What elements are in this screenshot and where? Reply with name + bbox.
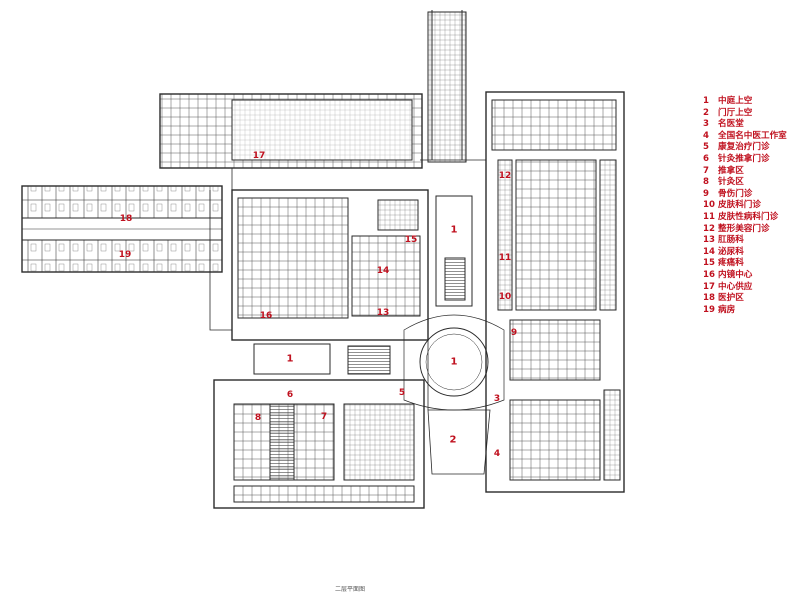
legend-number: 18: [703, 293, 715, 304]
plan-label-11: 11: [498, 253, 512, 263]
legend-number: 10: [703, 200, 715, 211]
legend-item: 6 针灸推拿门诊: [703, 154, 798, 166]
plan-label-16: 16: [259, 311, 273, 321]
plan-label-6: 6: [286, 390, 294, 400]
legend-number: 4: [703, 130, 709, 141]
plan-label-7: 7: [320, 412, 328, 422]
legend-item: 3 名医堂: [703, 119, 798, 131]
legend-label: 名医堂: [718, 119, 744, 130]
plan-label-10: 10: [498, 292, 512, 302]
north-bridge: [427, 11, 467, 163]
atrium-left: [253, 343, 331, 375]
east-block: [485, 91, 625, 493]
legend-number: 15: [703, 258, 715, 269]
legend-label: 皮肤性病科门诊: [718, 211, 779, 222]
legend-number: 14: [703, 246, 715, 257]
plan-label-13: 13: [376, 308, 390, 318]
legend-item: 2 门厅上空: [703, 108, 798, 120]
legend-item: 1 中庭上空: [703, 96, 798, 108]
legend-number: 11: [703, 211, 715, 222]
legend-item: 5 康复治疗门诊: [703, 142, 798, 154]
legend-label: 骨伤门诊: [718, 188, 753, 199]
legend-label: 针灸区: [718, 177, 744, 188]
legend-number: 16: [703, 269, 715, 280]
legend-label: 肛肠科: [718, 235, 744, 246]
legend-label: 医护区: [718, 293, 744, 304]
legend-number: 3: [703, 119, 709, 130]
south-block: [213, 379, 425, 509]
plan-label-3: 3: [493, 394, 501, 404]
legend-label: 全国名中医工作室: [718, 130, 787, 141]
plan-label-5: 5: [398, 388, 406, 398]
legend-item: 8 针灸区: [703, 177, 798, 189]
legend-number: 19: [703, 304, 715, 315]
legend-number: 17: [703, 281, 715, 292]
plan-label-2: 2: [449, 434, 457, 446]
plan-label-1-round: 1: [450, 356, 458, 368]
legend-label: 针灸推拿门诊: [718, 153, 770, 164]
legend-item: 7 推拿区: [703, 166, 798, 178]
legend: 1 中庭上空 2 门厅上空 3 名医堂 4 全国名中医工作室 5 康复治疗门诊 6 针灸推拿门诊 7 推拿…: [703, 96, 798, 316]
plan-label-1-top: 1: [450, 224, 458, 236]
legend-label: 病房: [718, 304, 736, 315]
legend-number: 7: [703, 165, 709, 176]
plan-label-4: 4: [493, 449, 501, 459]
legend-number: 8: [703, 177, 709, 188]
plan-label-12: 12: [498, 171, 512, 181]
legend-label: 推拿区: [718, 165, 744, 176]
legend-label: 内镜中心: [718, 269, 753, 280]
atrium-round: [419, 327, 489, 397]
legend-number: 5: [703, 142, 709, 153]
legend-label: 疼痛科: [718, 258, 744, 269]
legend-item: 4 全国名中医工作室: [703, 131, 798, 143]
plan-label-8: 8: [254, 413, 262, 423]
legend-label: 泌尿科: [718, 246, 744, 257]
legend-number: 6: [703, 153, 709, 164]
legend-label: 整形美容门诊: [718, 223, 770, 234]
legend-number: 9: [703, 188, 709, 199]
legend-number: 12: [703, 223, 715, 234]
plan-label-19: 19: [118, 250, 132, 260]
legend-label: 康复治疗门诊: [718, 142, 770, 153]
plan-label-1-left: 1: [286, 353, 294, 365]
plan-label-9: 9: [510, 328, 518, 338]
plan-label-18: 18: [119, 214, 133, 224]
legend-label: 中庭上空: [718, 96, 753, 106]
legend-number: 13: [703, 235, 715, 246]
plan-title: 二层平面图: [335, 586, 366, 593]
plan-label-15: 15: [404, 235, 418, 245]
legend-label: 皮肤科门诊: [718, 200, 761, 211]
plan-label-17: 17: [252, 151, 266, 161]
entrance-void: [427, 409, 491, 475]
legend-label: 门厅上空: [718, 107, 753, 118]
plan-label-14: 14: [376, 266, 390, 276]
central-block: [231, 189, 429, 341]
legend-label: 中心供应: [718, 281, 753, 292]
legend-number: 2: [703, 107, 709, 118]
legend-number: 1: [703, 96, 709, 106]
legend-item: 9 骨伤门诊: [703, 189, 798, 201]
